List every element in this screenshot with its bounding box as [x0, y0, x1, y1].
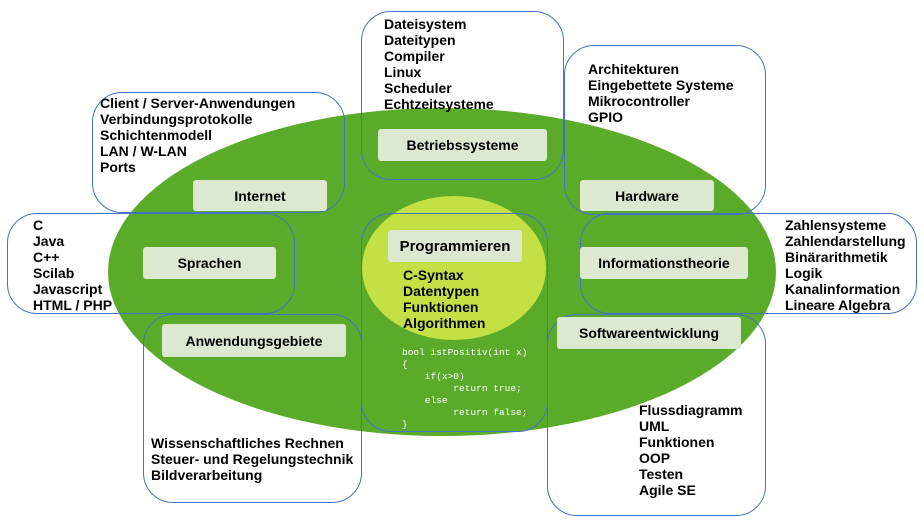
list-item: Schichtenmodell	[100, 127, 213, 143]
list-item: Bildverarbeitung	[151, 467, 263, 483]
softwareentwicklung-box	[547, 314, 766, 516]
list-item: Eingebettete Systeme	[588, 77, 734, 93]
code-line: {	[402, 359, 408, 370]
list-item: Steuer- und Regelungstechnik	[151, 451, 354, 467]
list-item: Funktionen	[403, 299, 479, 315]
list-item: Testen	[639, 466, 684, 482]
betriebssysteme-list: Dateisystem Dateitypen Compiler Linux Sc…	[384, 16, 494, 112]
list-item: Funktionen	[639, 434, 715, 450]
list-item: Java	[33, 233, 65, 249]
list-item: GPIO	[588, 109, 624, 125]
list-item: C	[33, 217, 44, 233]
list-item: Kanalinformation	[785, 281, 901, 297]
list-item: Javascript	[33, 281, 103, 297]
list-item: C++	[33, 249, 60, 265]
code-snippet: bool istPositiv(int x) { if(x>0) return …	[402, 347, 527, 431]
list-item: Architekturen	[588, 61, 680, 77]
hardware-label: Hardware	[580, 180, 714, 211]
betriebssysteme-box	[361, 11, 564, 180]
list-item: OOP	[639, 450, 671, 466]
hardware-list: Architekturen Eingebettete Systeme Mikro…	[588, 61, 734, 125]
programmieren-list: C-Syntax Datentypen Funktionen Algorithm…	[403, 267, 485, 331]
list-item: Zahlensysteme	[785, 217, 887, 233]
hardware-box	[564, 45, 766, 215]
list-item: C-Syntax	[403, 267, 464, 283]
list-item: LAN / W-LAN	[100, 143, 187, 159]
list-item: Ports	[100, 159, 136, 175]
internet-box	[92, 92, 345, 213]
betriebssysteme-label: Betriebssysteme	[378, 129, 547, 161]
programmieren-label: Programmieren	[388, 230, 522, 262]
list-item: Agile SE	[639, 482, 696, 498]
anwendungsgebiete-list: Wissenschaftliches Rechnen Steuer- und R…	[151, 435, 353, 483]
anwendungsgebiete-label: Anwendungsgebiete	[162, 324, 346, 357]
list-item: Dateitypen	[384, 32, 456, 48]
list-item: Datentypen	[403, 283, 480, 299]
code-line: }	[402, 419, 408, 430]
list-item: Verbindungsprotokolle	[100, 111, 253, 127]
list-item: Zahlendarstellung	[785, 233, 906, 249]
list-item: Linux	[384, 64, 422, 80]
code-line: else	[402, 395, 448, 406]
internet-list: Client / Server-Anwendungen Verbindungsp…	[100, 95, 295, 175]
code-line: return false;	[402, 407, 528, 418]
softwareentwicklung-list: Flussdiagramm UML Funktionen OOP Testen …	[639, 402, 742, 498]
list-item: Scilab	[33, 265, 75, 281]
code-line: return true;	[402, 383, 522, 394]
sprachen-label: Sprachen	[143, 247, 276, 279]
list-item: Mikrocontroller	[588, 93, 690, 109]
code-line: if(x>0)	[402, 371, 465, 382]
informationstheorie-list: Zahlensysteme Zahlendarstellung Binärari…	[785, 217, 906, 313]
list-item: HTML / PHP	[33, 297, 113, 313]
sprachen-list: C Java C++ Scilab Javascript HTML / PHP	[33, 217, 112, 313]
list-item: Flussdiagramm	[639, 402, 743, 418]
softwareentwicklung-label: Softwareentwicklung	[557, 317, 741, 349]
programmieren-box	[361, 213, 548, 432]
code-line: bool istPositiv(int x)	[402, 347, 528, 358]
list-item: Algorithmen	[403, 315, 486, 331]
internet-label: Internet	[193, 180, 327, 211]
list-item: Compiler	[384, 48, 445, 64]
sprachen-box	[7, 213, 295, 314]
list-item: Client / Server-Anwendungen	[100, 95, 296, 111]
list-item: Wissenschaftliches Rechnen	[151, 435, 344, 451]
list-item: Binärarithmetik	[785, 249, 888, 265]
list-item: Echtzeitsysteme	[384, 96, 494, 112]
list-item: UML	[639, 418, 670, 434]
informationstheorie-label: Informationstheorie	[580, 247, 748, 279]
list-item: Scheduler	[384, 80, 452, 96]
anwendungsgebiete-box	[143, 314, 362, 503]
list-item: Logik	[785, 265, 823, 281]
list-item: Lineare Algebra	[785, 297, 891, 313]
list-item: Dateisystem	[384, 16, 467, 32]
